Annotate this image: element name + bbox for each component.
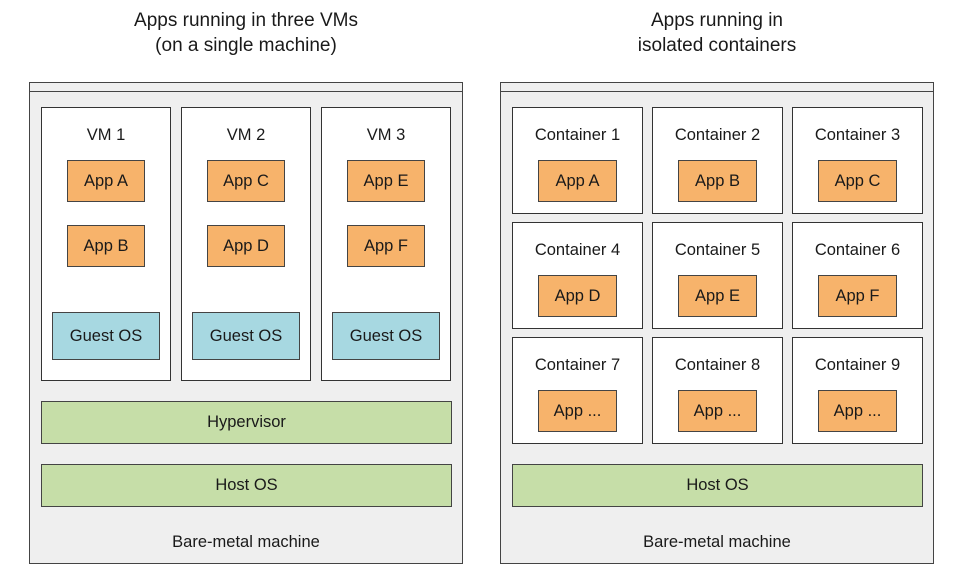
container-7-app: App ...: [538, 390, 617, 432]
container-7-label: Container 7: [534, 356, 621, 374]
container-3-app: App C: [818, 160, 897, 202]
machine-top-edge: [30, 83, 462, 92]
container-6-label: Container 6: [814, 241, 901, 259]
container-2-app: App B: [678, 160, 757, 202]
vm-3-guest-os: Guest OS: [332, 312, 440, 360]
container-9-label: Container 9: [814, 356, 901, 374]
vm-1-guest-os: Guest OS: [52, 312, 160, 360]
container-bare-metal-machine: Container 1 App A Container 2 App B Cont…: [500, 82, 934, 564]
container-8-label: Container 8: [674, 356, 761, 374]
container-4-box: Container 4 App D: [512, 222, 643, 329]
container-1-app: App A: [538, 160, 617, 202]
container-1-label: Container 1: [534, 126, 621, 144]
container-host-os-layer: Host OS: [512, 464, 923, 507]
hypervisor-layer: Hypervisor: [41, 401, 452, 444]
vm-2-app-2: App D: [207, 225, 285, 267]
container-8-box: Container 8 App ...: [652, 337, 783, 444]
container-9-box: Container 9 App ...: [792, 337, 923, 444]
container-2-label: Container 2: [674, 126, 761, 144]
vm-2-guest-os: Guest OS: [192, 312, 300, 360]
container-4-app: App D: [538, 275, 617, 317]
container-diagram-title: Apps running in isolated containers: [500, 8, 934, 58]
vm-1-app-2: App B: [67, 225, 145, 267]
vm-3-box: VM 3 App E App F Guest OS: [321, 107, 451, 381]
vm-diagram-title: Apps running in three VMs (on a single m…: [30, 8, 462, 58]
vm-machine-label: Bare-metal machine: [172, 533, 320, 551]
vm-3-app-1: App E: [347, 160, 425, 202]
vm-3-app-2: App F: [347, 225, 425, 267]
vm-2-label: VM 2: [226, 126, 266, 144]
vm-title-line-1: Apps running in three VMs: [134, 10, 358, 31]
container-title-line-1: Apps running in: [650, 10, 784, 31]
container-4-label: Container 4: [534, 241, 621, 259]
container-machine-label: Bare-metal machine: [643, 533, 791, 551]
container-7-box: Container 7 App ...: [512, 337, 643, 444]
vm-bare-metal-machine: VM 1 App A App B Guest OS VM 2 App C App…: [29, 82, 463, 564]
container-9-app: App ...: [818, 390, 897, 432]
container-3-label: Container 3: [814, 126, 901, 144]
container-2-box: Container 2 App B: [652, 107, 783, 214]
container-5-app: App E: [678, 275, 757, 317]
container-1-box: Container 1 App A: [512, 107, 643, 214]
vm-host-os-layer: Host OS: [41, 464, 452, 507]
machine-top-edge: [501, 83, 933, 92]
vm-3-label: VM 3: [366, 126, 406, 144]
vm-2-box: VM 2 App C App D Guest OS: [181, 107, 311, 381]
vm-1-box: VM 1 App A App B Guest OS: [41, 107, 171, 381]
container-5-label: Container 5: [674, 241, 761, 259]
vm-1-app-1: App A: [67, 160, 145, 202]
container-8-app: App ...: [678, 390, 757, 432]
container-title-line-2: isolated containers: [637, 35, 797, 56]
vm-title-line-2: (on a single machine): [155, 35, 337, 56]
container-5-box: Container 5 App E: [652, 222, 783, 329]
container-6-app: App F: [818, 275, 897, 317]
vm-1-label: VM 1: [86, 126, 126, 144]
container-6-box: Container 6 App F: [792, 222, 923, 329]
vm-2-app-1: App C: [207, 160, 285, 202]
container-3-box: Container 3 App C: [792, 107, 923, 214]
